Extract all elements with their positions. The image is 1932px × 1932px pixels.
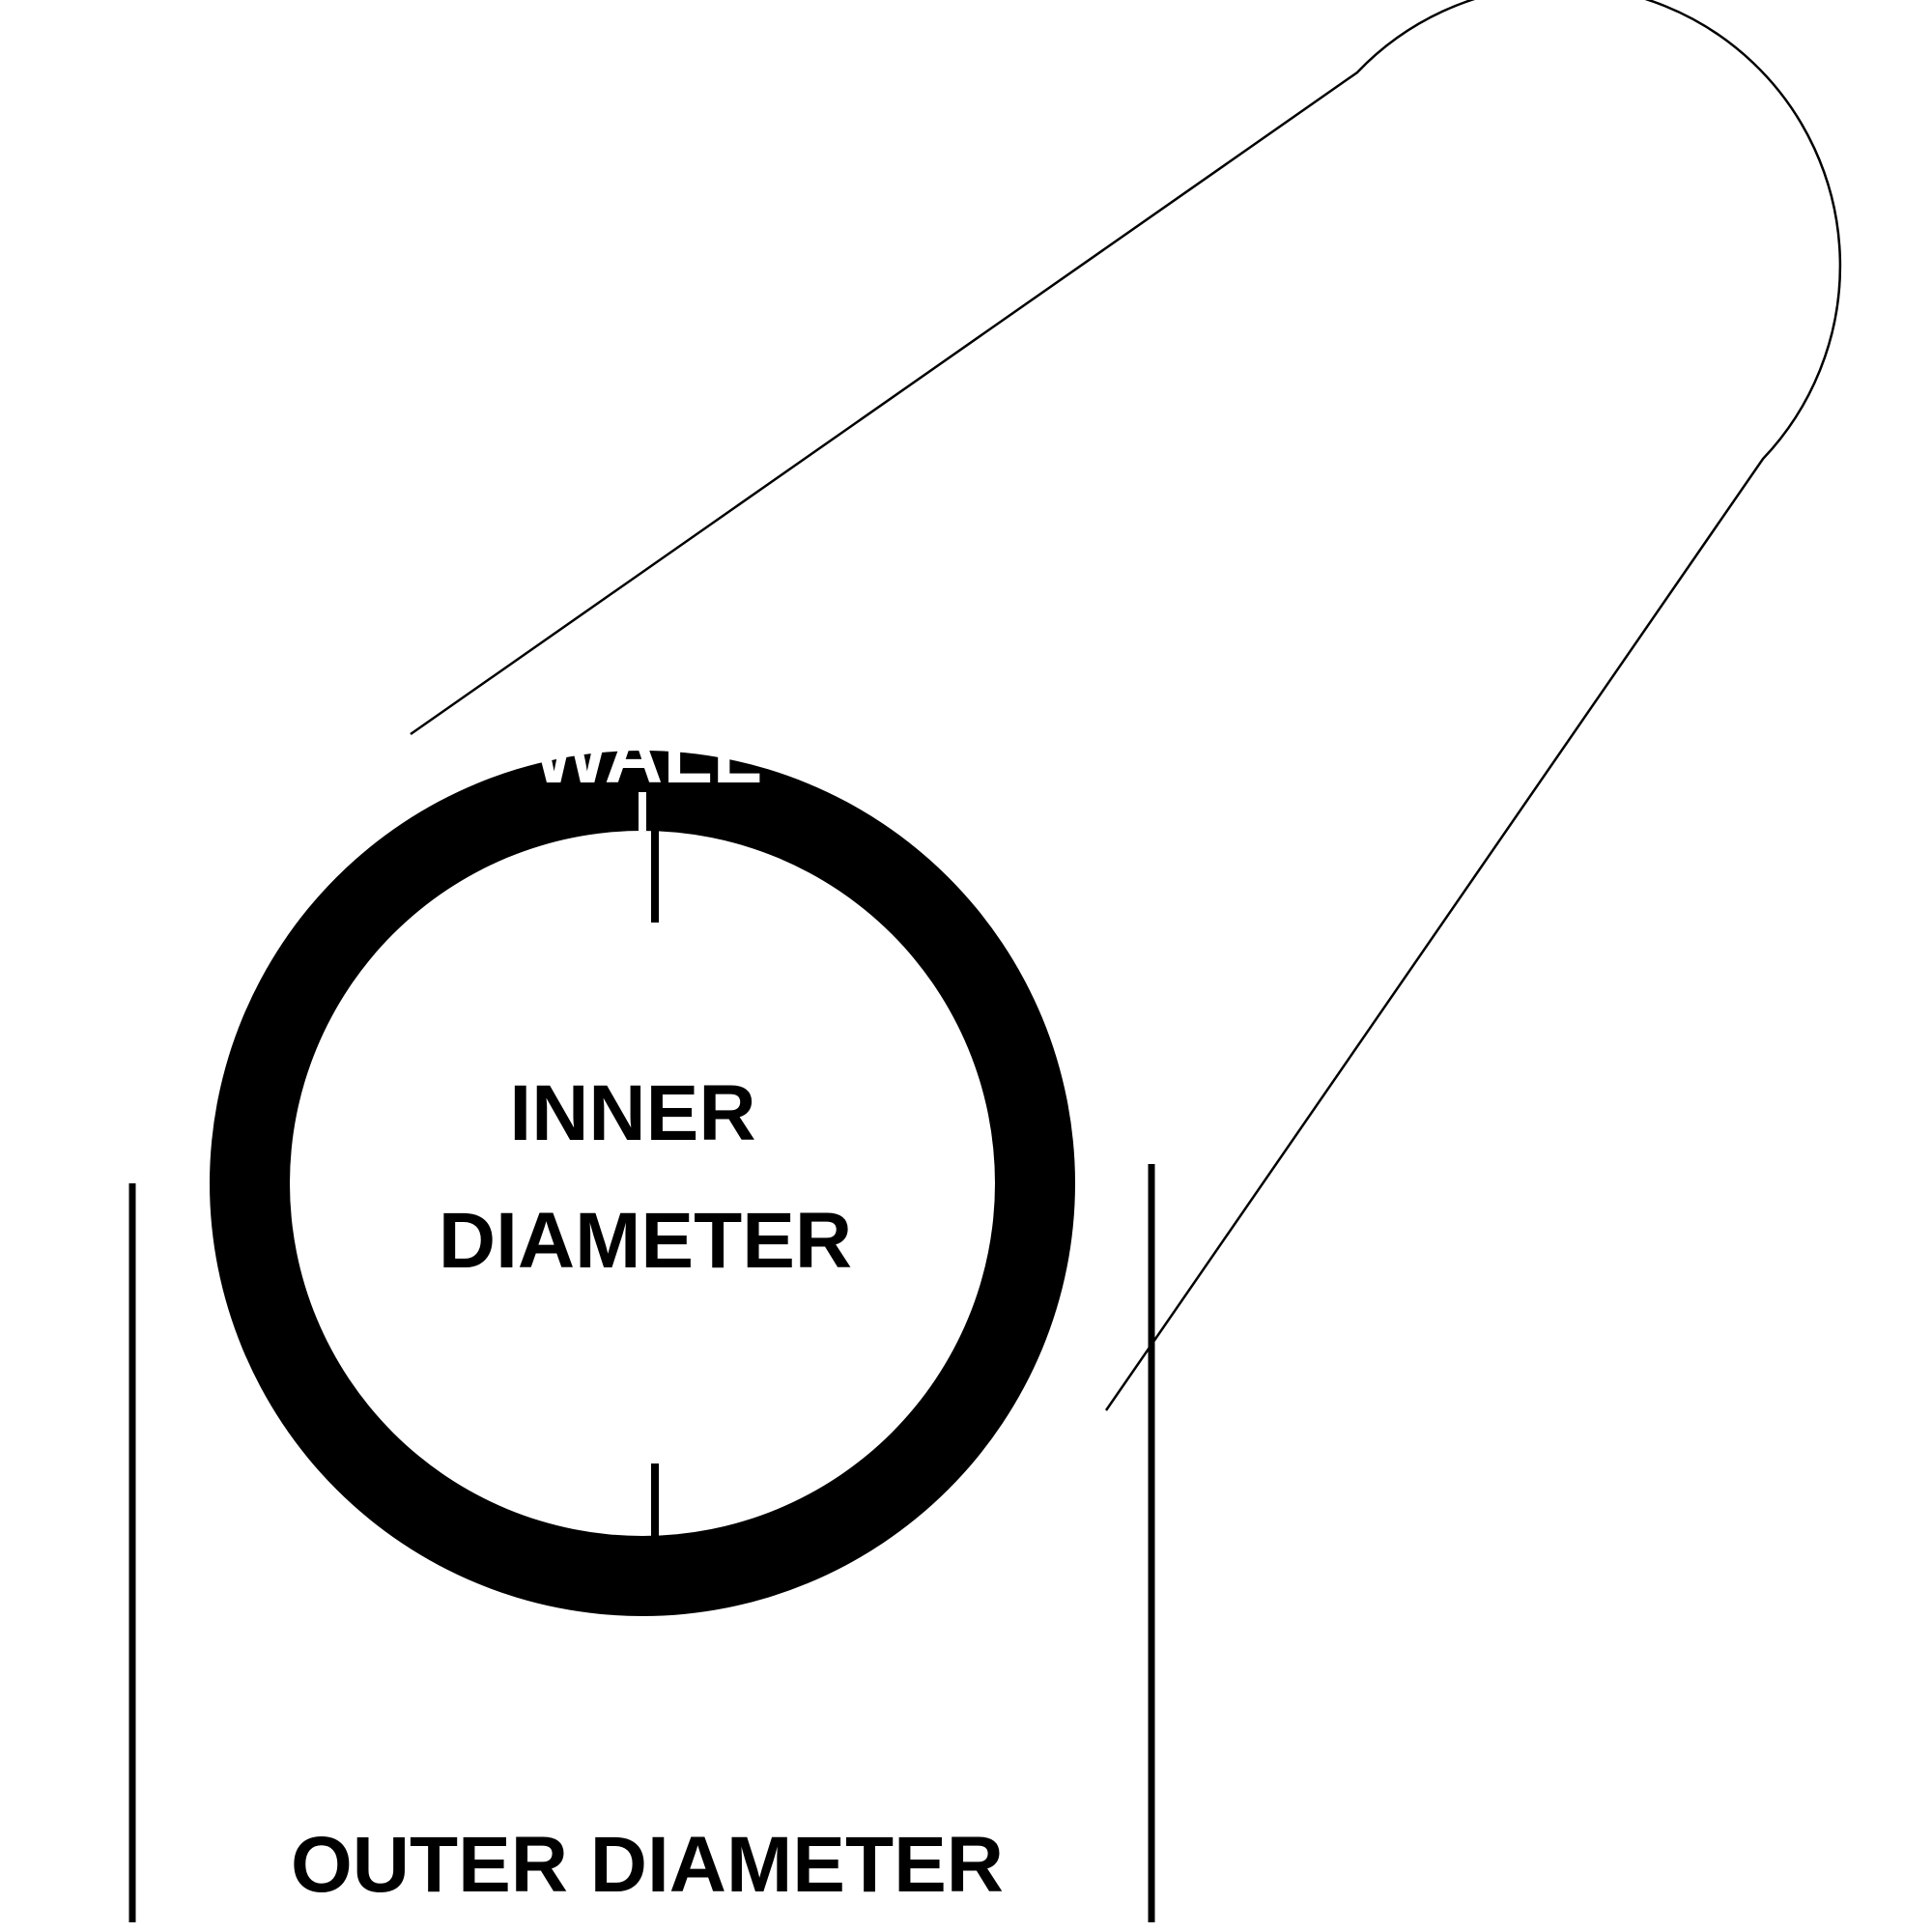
inner-diameter-label-line2: DIAMETER [439, 1197, 852, 1285]
inner-diameter-label-line1: INNER [509, 1069, 755, 1157]
wall-label: WALL [532, 709, 762, 800]
outer-diameter-label: OUTER DIAMETER [291, 1821, 1004, 1909]
pipe-body-outline [410, 0, 1842, 1411]
inner-bore [290, 831, 995, 1536]
